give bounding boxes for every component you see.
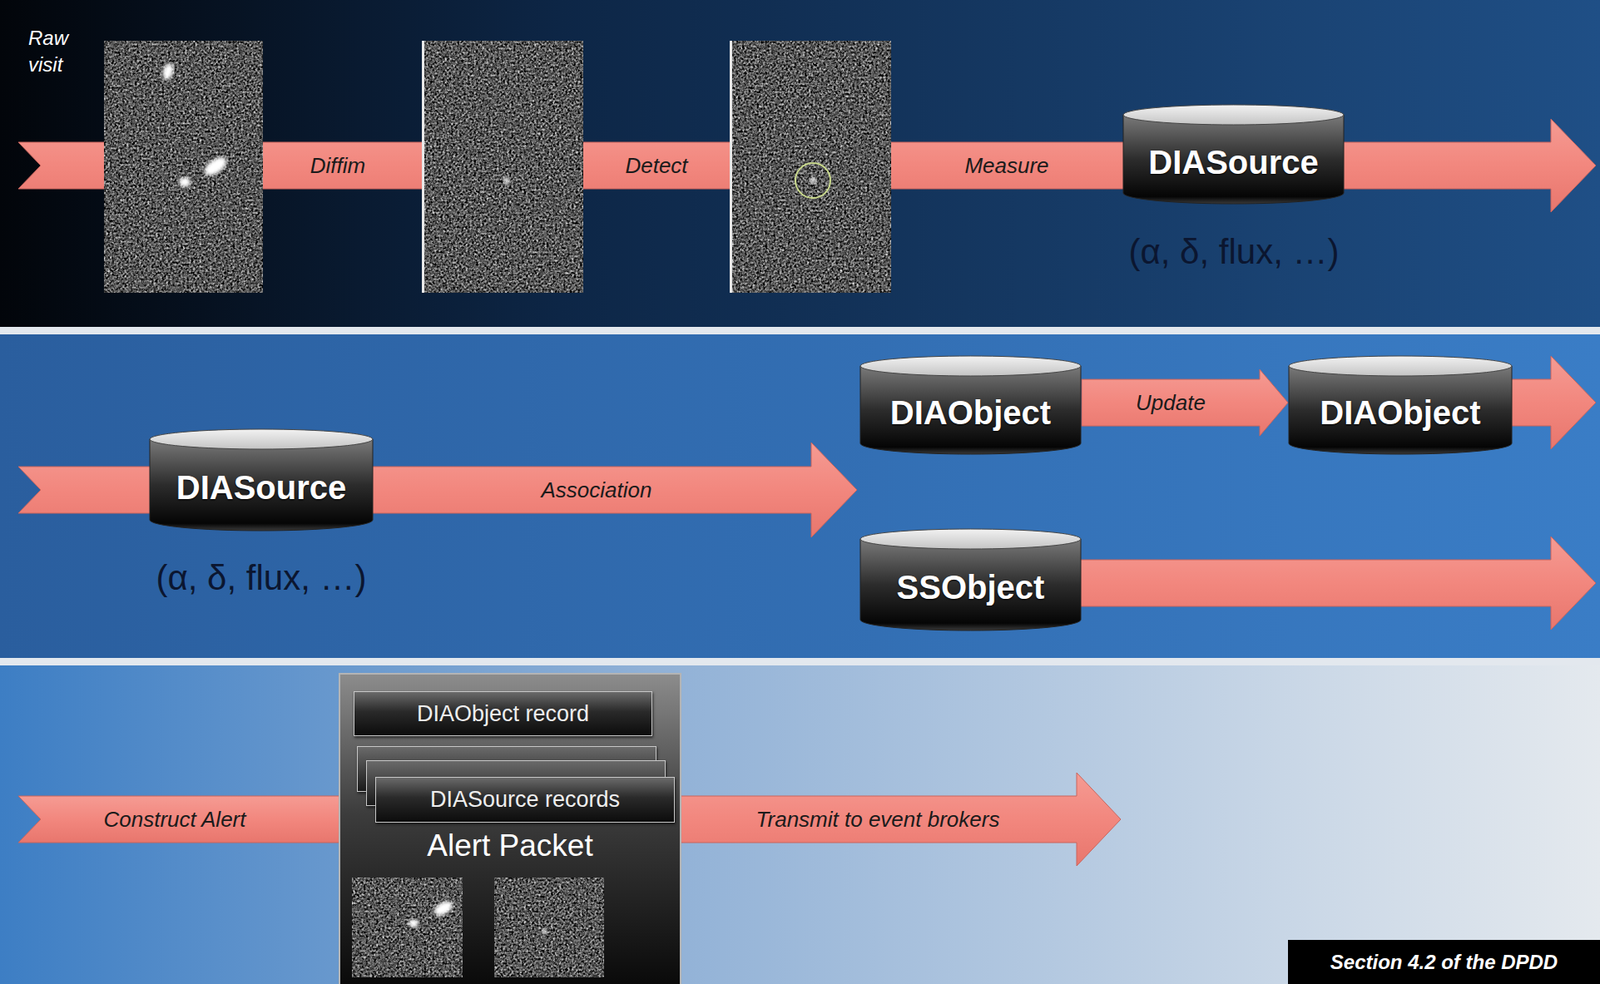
panel-band <box>0 334 1600 659</box>
difference-image <box>424 40 584 293</box>
node-text: Alert Packet <box>426 827 593 865</box>
cylinder-top <box>1123 104 1344 125</box>
edge-label: Update <box>1135 390 1206 417</box>
cylinder-body <box>1288 366 1512 455</box>
star-blob <box>408 919 419 928</box>
cylinder-body <box>860 539 1081 631</box>
galaxy-blob <box>431 898 456 919</box>
database-cylinder: DIAObject <box>859 355 1082 455</box>
text-label: Transmit to event brokers <box>756 807 1001 833</box>
cylinder-top <box>149 429 373 450</box>
cylinder-body <box>1123 114 1344 204</box>
text-label: Detect <box>624 153 688 179</box>
flow-arrow <box>18 442 857 538</box>
record-card: DIASource records <box>375 777 675 823</box>
flow-arrow <box>673 772 1121 867</box>
cylinder-top <box>860 529 1081 550</box>
detection-circle <box>795 163 831 199</box>
flow-arrow <box>1081 369 1288 436</box>
text-label: (α, δ, flux, …) <box>1128 232 1339 273</box>
image-edge <box>729 40 733 293</box>
sky-image <box>104 40 263 293</box>
database-cylinder: DIASource <box>1122 104 1345 204</box>
node-text: DIASource <box>1148 143 1319 182</box>
node-text: DIAObject <box>890 394 1051 432</box>
database-cylinder: DIAObject <box>1287 355 1513 455</box>
node-text: SSObject <box>896 569 1046 607</box>
text-label: Raw visit <box>28 24 82 79</box>
thumbnail-image <box>494 877 605 978</box>
star-blob <box>178 177 191 188</box>
transient-dot <box>504 178 511 184</box>
text-label: (α, δ, flux, …) <box>155 558 367 599</box>
cylinder-body <box>149 439 373 531</box>
star-blob <box>161 62 176 81</box>
flow-arrow <box>1497 356 1596 450</box>
database-cylinder: DIASource <box>148 428 374 531</box>
node-text: DIAObject <box>1319 394 1481 432</box>
transient-dot <box>541 929 547 935</box>
flow-arrow <box>18 796 350 843</box>
cylinder-top <box>860 356 1081 377</box>
text-label: Construct Alert <box>104 807 247 833</box>
text-label: Association <box>541 477 653 504</box>
flow-arrow <box>1065 536 1596 630</box>
node-text: DIAObject record <box>416 701 590 728</box>
transient-dot <box>810 178 817 184</box>
record-card: DIAObject record <box>353 691 653 737</box>
detection-image <box>732 40 892 293</box>
node-text: Section 4.2 of the DPDD <box>1330 951 1558 975</box>
cylinder-top <box>1288 356 1512 377</box>
galaxy-blob <box>201 153 230 179</box>
section-tag: Section 4.2 of the DPDD <box>1287 940 1600 984</box>
image-edge <box>421 40 425 293</box>
thumbnail-image <box>351 877 463 978</box>
database-cylinder: SSObject <box>859 528 1082 631</box>
panel-band <box>0 0 1600 327</box>
cylinder-body <box>860 366 1081 455</box>
text-label: Measure <box>964 153 1049 179</box>
node-text: DIASource <box>176 469 347 507</box>
panel-band <box>0 665 1600 984</box>
node-text: DIASource records <box>430 787 620 813</box>
alert-packet: Alert Packet DIAObject recordDIASource re… <box>338 673 682 984</box>
text-label: Diffim <box>310 153 366 179</box>
